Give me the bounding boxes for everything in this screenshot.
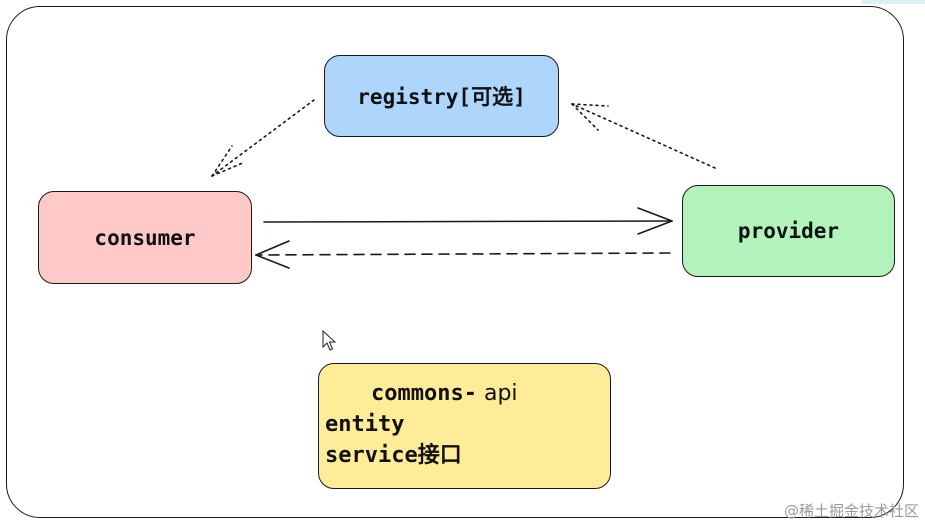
edge-consumer-registry xyxy=(211,99,315,177)
commons-line-1-bold: commons- xyxy=(371,381,477,406)
node-consumer-label: consumer xyxy=(94,225,196,250)
commons-line-1: commons- api xyxy=(325,378,610,409)
node-consumer: consumer xyxy=(38,191,252,284)
edge-provider-registry xyxy=(571,103,716,169)
watermark: @稀土掘金技术社区 xyxy=(783,502,919,520)
node-provider-label: provider xyxy=(737,219,840,243)
commons-line-1-rest: api xyxy=(476,381,518,406)
commons-line-3: service接口 xyxy=(325,443,462,468)
mouse-cursor-icon xyxy=(322,330,337,351)
node-commons: commons- api entity service接口 xyxy=(318,363,611,489)
node-provider: provider xyxy=(682,185,895,277)
commons-line-2: entity xyxy=(325,412,405,437)
edge-consumer-provider xyxy=(263,207,673,235)
window-top-strip xyxy=(862,0,925,4)
node-registry: registry[可选] xyxy=(324,55,559,137)
edge-provider-consumer xyxy=(255,240,671,269)
node-registry-label: registry[可选] xyxy=(357,85,526,109)
